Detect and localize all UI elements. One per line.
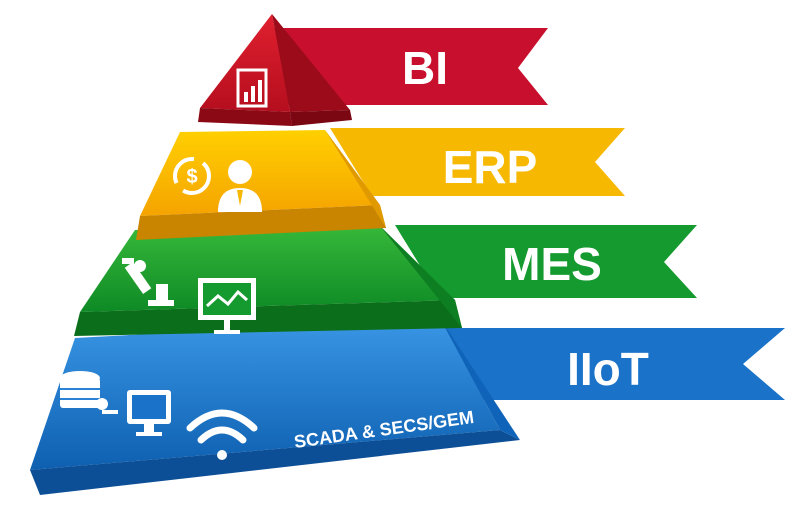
ribbon-erp-label: ERP [443,141,538,193]
tier-mes [74,226,462,336]
businessman-icon [218,160,262,212]
ribbon-iiot-label: IIoT [567,343,649,395]
money-cycle-icon: $ [173,157,211,195]
ribbon-iiot: IIoT [440,328,785,400]
monitor-icon [127,390,171,436]
ribbon-mes-label: MES [502,238,602,290]
robot-arm-icon [122,258,174,306]
ribbon-erp: ERP [330,128,625,196]
ribbon-bi: BI [265,28,548,105]
tier-bi [198,14,352,126]
wifi-icon [186,409,258,460]
presentation-board-icon [198,278,256,334]
tier-erp: $ [136,130,386,240]
database-key-icon [60,371,118,414]
ribbon-mes: MES [395,225,697,298]
svg-text:$: $ [186,166,197,188]
report-chart-icon [236,68,268,108]
tier-iiot: SCADA & SECS/GEM [30,318,520,495]
ribbon-bi-label: BI [402,42,448,94]
